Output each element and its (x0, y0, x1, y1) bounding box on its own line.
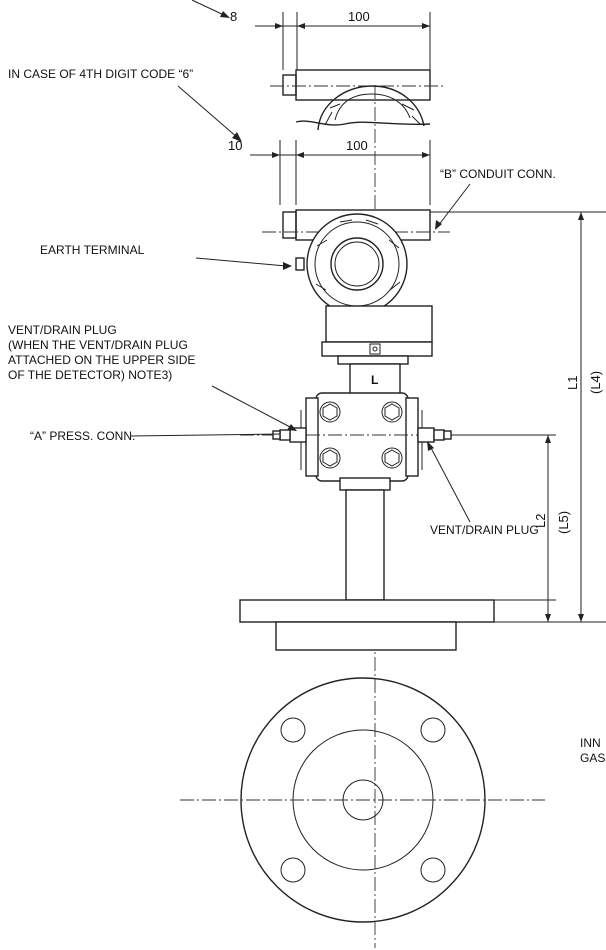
transmitter-housing: L (262, 209, 450, 395)
detector-body (240, 392, 550, 491)
dim-width-100-b: 100 (346, 138, 368, 153)
bolt-hole-top-left (280, 717, 306, 743)
bolt-hole-bottom-left (280, 857, 306, 883)
dim-offset-8: 8 (230, 9, 237, 24)
inner-gasket-label-line1: INN (580, 736, 601, 750)
flange-bottom-view (180, 677, 545, 923)
dim-width-100-a: 100 (348, 9, 370, 24)
dimension-l1-l4: L1 (L4) (430, 211, 606, 623)
press-conn-fitting (272, 427, 307, 443)
dim-offset-10: 10 (228, 138, 242, 153)
dim-l2: L2 (533, 514, 548, 528)
vent-drain-plug-right (417, 427, 452, 443)
flange (239, 599, 495, 651)
dim-l5: (L5) (556, 511, 571, 534)
stem (345, 489, 385, 601)
conduit-conn-label: “B” CONDUIT CONN. (440, 167, 556, 181)
dim-l1: L1 (565, 376, 580, 390)
vent-note-line1: VENT/DRAIN PLUG (8, 323, 117, 337)
vent-note-line2: (WHEN THE VENT/DRAIN PLUG (8, 338, 188, 352)
digit-code-note: IN CASE OF 4TH DIGIT CODE “6” (8, 67, 193, 81)
dimension-l2-l5: L2 (L5) (451, 434, 571, 622)
vent-drain-plug-label: VENT/DRAIN PLUG (430, 523, 539, 537)
top-dimension-10-100: 10 100 (228, 138, 431, 205)
top-view-housing (270, 69, 445, 131)
inner-gasket-label-line2: GAS (580, 751, 605, 765)
press-conn-label: “A” PRESS. CONN. (30, 429, 135, 443)
bolt-hole-bottom-right (420, 857, 446, 883)
bolt-hole-top-right (420, 717, 446, 743)
earth-terminal-label: EARTH TERMINAL (40, 243, 145, 257)
dim-l4: (L4) (588, 371, 603, 394)
housing-mark: L (371, 373, 378, 387)
vent-note-line3: ATTACHED ON THE UPPER SIDE (8, 353, 195, 367)
vent-note-line4: OF THE DETECTOR) NOTE3) (8, 368, 172, 382)
top-dimension-8-100: 8 100 (191, 0, 431, 70)
